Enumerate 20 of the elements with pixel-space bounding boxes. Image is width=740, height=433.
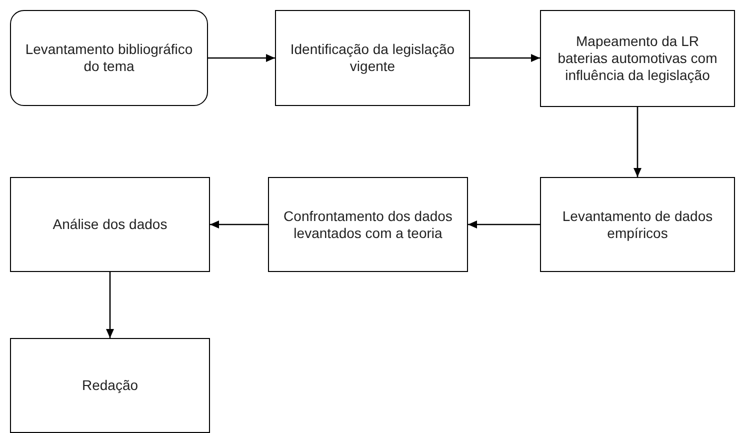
box-label: Redação	[82, 377, 138, 394]
box-label: Confrontamento dos dados levantados com a teoria	[282, 208, 454, 242]
arrow	[634, 107, 642, 177]
process-box	[10, 338, 210, 433]
arrow	[210, 220, 268, 228]
rounded-process-box	[10, 10, 208, 106]
process-box	[540, 177, 735, 272]
box-label: Análise dos dados	[52, 216, 168, 233]
box-label: Levantamento de dados empíricos	[561, 208, 714, 242]
arrow	[470, 54, 540, 62]
arrow	[468, 220, 540, 228]
box-label: Levantamento bibliográfico do tema	[24, 41, 194, 75]
process-box	[275, 10, 470, 106]
process-box	[540, 10, 735, 107]
arrow	[106, 272, 114, 338]
arrow	[208, 54, 275, 62]
box-label: Identificação da legislação vigente	[289, 41, 456, 75]
process-box	[268, 177, 468, 272]
box-label: Mapeamento da LR baterias automotivas com influência da legislação	[556, 33, 718, 84]
process-box	[10, 177, 210, 272]
